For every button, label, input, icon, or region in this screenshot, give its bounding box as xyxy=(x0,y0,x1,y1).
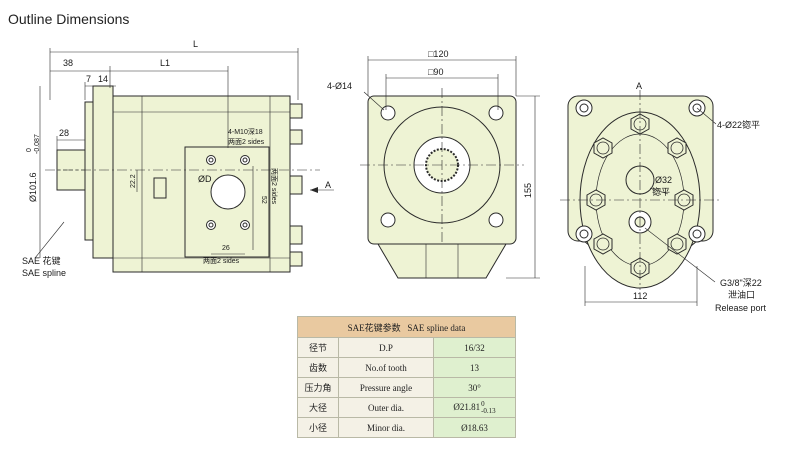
spline-table-header: SAE花键参数 SAE spline data xyxy=(297,316,516,338)
hole-br xyxy=(488,212,504,228)
front-lower-body xyxy=(377,243,507,279)
spline-label-cn: SAE 花键 xyxy=(22,255,61,266)
row-en: No.of tooth xyxy=(338,357,434,378)
row-en: Pressure angle xyxy=(338,377,434,398)
row-en: Outer dia. xyxy=(338,397,434,418)
spline-label-en: SAE spline xyxy=(22,268,66,278)
flange-step xyxy=(84,101,94,241)
dim-7: 7 xyxy=(86,74,91,84)
spline-table: SAE花键参数 SAE spline data 径节 D.P 16/32 齿数 … xyxy=(297,316,516,438)
spline-row: 大径 Outer dia. Ø21.810-0.13 xyxy=(297,397,516,418)
svg-text:0: 0 xyxy=(26,148,33,152)
port-od: ØD xyxy=(198,174,212,184)
dim-26: 26 xyxy=(222,245,230,252)
dim-L1: L1 xyxy=(160,58,170,68)
spline-row: 径节 D.P 16/32 xyxy=(297,337,516,358)
port-sides-bottom: 两面2 sides xyxy=(203,257,240,265)
page-title: Outline Dimensions xyxy=(8,11,129,27)
view-a-port-spot: 锪平 xyxy=(652,186,670,197)
spline-row: 压力角 Pressure angle 30° xyxy=(297,377,516,398)
spline-table-title: SAE花键参数 SAE spline data xyxy=(297,316,516,338)
row-cn: 小径 xyxy=(297,417,339,438)
flange xyxy=(92,85,114,259)
row-cn: 齿数 xyxy=(297,357,339,378)
square-120: □120 xyxy=(428,49,448,59)
release-en: Release port xyxy=(715,303,767,313)
hole-bl xyxy=(380,212,396,228)
side-view xyxy=(45,85,320,273)
release-cn: 泄油口 xyxy=(728,289,755,300)
row-value: 16/32 xyxy=(433,337,516,358)
dim-L: L xyxy=(193,39,198,49)
height-155: 155 xyxy=(523,183,533,198)
port-sides-top: 两面2 sides xyxy=(228,138,265,146)
square-90: □90 xyxy=(428,67,443,77)
release-thread: G3/8"深22 xyxy=(720,278,762,288)
dim-22-2: 22.2 xyxy=(130,174,137,188)
view-arrow-a: A xyxy=(325,180,331,190)
row-cn: 径节 xyxy=(297,337,339,358)
port-sides-right: 两面2 sides xyxy=(270,168,278,205)
row-value: Ø21.810-0.13 xyxy=(433,397,516,418)
svg-text:-0.087: -0.087 xyxy=(34,134,41,154)
view-a-port-dia: Ø32 xyxy=(655,175,672,185)
dim-28: 28 xyxy=(59,128,69,138)
hole-tr xyxy=(488,105,504,121)
dim-38: 38 xyxy=(63,58,73,68)
view-a-label: A xyxy=(636,81,642,91)
row-value: 13 xyxy=(433,357,516,378)
row-en: Minor dia. xyxy=(338,417,434,438)
port-thread: 4-M10深18 xyxy=(228,127,263,136)
dim-52: 52 xyxy=(260,196,267,204)
front-holes: 4-Ø14 xyxy=(327,81,352,91)
dim-shaft-dia: Ø101.6 0 -0.087 xyxy=(26,134,41,202)
port-od-circle xyxy=(210,174,246,210)
row-value: Ø18.63 xyxy=(433,417,516,438)
row-en: D.P xyxy=(338,337,434,358)
row-cn: 大径 xyxy=(297,397,339,418)
row-cn: 压力角 xyxy=(297,377,339,398)
spline-row: 齿数 No.of tooth 13 xyxy=(297,357,516,378)
view-a-holes: 4-Ø22锪平 xyxy=(717,119,760,130)
hole-tl xyxy=(380,105,396,121)
row-value: 30° xyxy=(433,377,516,398)
svg-text:Ø101.6: Ø101.6 xyxy=(28,172,38,202)
spline-row: 小径 Minor dia. Ø18.63 xyxy=(297,417,516,438)
dim-14: 14 xyxy=(98,74,108,84)
width-112: 112 xyxy=(633,291,647,301)
